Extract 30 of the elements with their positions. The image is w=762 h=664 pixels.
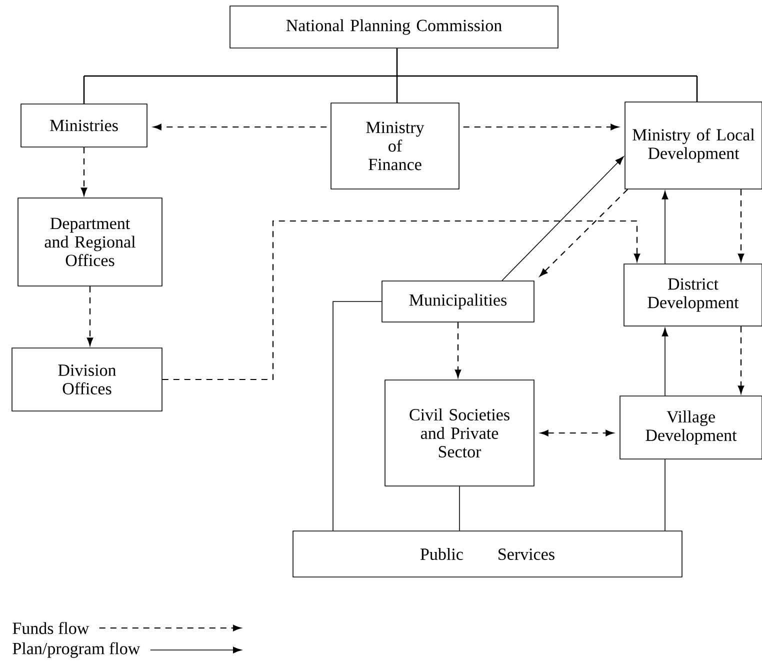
arrow — [80, 147, 88, 196]
org-box: National Planning Commission — [230, 6, 558, 48]
org-box: District Development — [624, 264, 762, 326]
legend-label: Funds flow — [12, 622, 90, 634]
org-box: Ministries — [20, 104, 148, 148]
org-box: Ministry of Finance — [330, 102, 460, 190]
org-box: Department and Regional Offices — [18, 198, 162, 286]
connector-line — [664, 459, 666, 531]
arrow — [153, 124, 327, 130]
arrow — [662, 328, 668, 396]
arrow — [502, 156, 624, 281]
arrow — [86, 286, 94, 346]
org-box: Division Offices — [12, 348, 162, 412]
connector-line — [83, 48, 698, 105]
arrow — [662, 190, 668, 264]
arrow — [454, 322, 462, 378]
arrow — [162, 220, 640, 380]
service-band: Public Services — [292, 530, 682, 578]
org-box: Municipalities — [382, 280, 534, 322]
connector-line — [332, 301, 382, 531]
arrow — [540, 189, 628, 276]
connector-line — [459, 486, 460, 531]
arrow — [540, 430, 614, 436]
arrow — [463, 124, 619, 130]
org-box: Ministry of Local Development — [624, 102, 762, 190]
org-box: Village Development — [620, 396, 762, 460]
org-box: Civil Societies and Private Sector — [384, 380, 534, 486]
arrow — [738, 326, 744, 394]
legend-label: Plan/program flow — [12, 642, 140, 658]
arrow — [738, 189, 744, 262]
